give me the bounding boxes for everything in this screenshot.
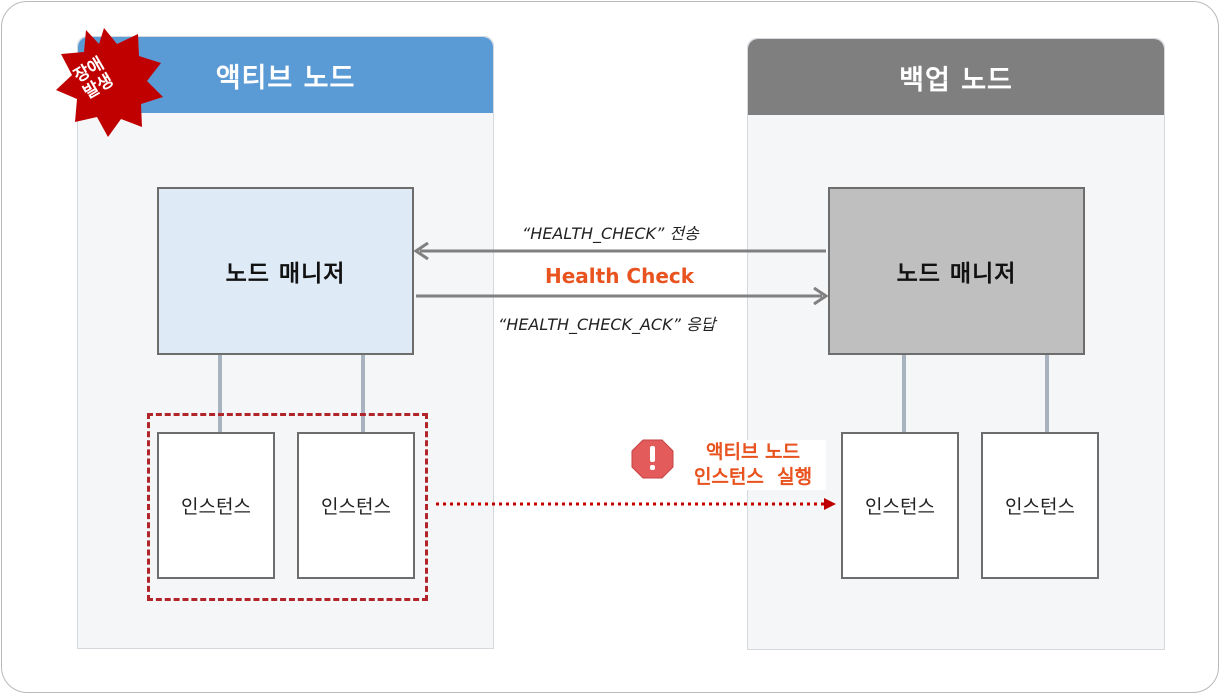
backup-node-header: 백업 노드 bbox=[748, 39, 1164, 115]
failover-note: 액티브 노드 인스턴스 실행 bbox=[680, 440, 826, 490]
arrowhead-right-icon bbox=[824, 498, 836, 510]
warning-icon bbox=[631, 439, 674, 479]
backup-instance-1: 인스턴스 bbox=[841, 432, 959, 579]
instance-label: 인스턴스 bbox=[1005, 496, 1075, 518]
arrowhead-right-icon bbox=[813, 286, 829, 306]
instance-label: 인스턴스 bbox=[321, 496, 391, 518]
failed-instances-group bbox=[147, 413, 428, 601]
connector-line bbox=[218, 355, 222, 433]
active-node-manager: 노드 매니저 bbox=[157, 187, 414, 355]
backup-node-title: 백업 노드 bbox=[899, 64, 1013, 96]
failover-note-line2: 인스턴스 실행 bbox=[693, 466, 813, 488]
backup-node-manager: 노드 매니저 bbox=[828, 187, 1085, 355]
active-node-manager-label: 노드 매니저 bbox=[225, 261, 346, 287]
connector-line bbox=[361, 355, 365, 433]
health-check-request-label: “HEALTH_CHECK” 전송 bbox=[522, 224, 699, 243]
failure-burst-icon bbox=[56, 28, 163, 137]
health-check-title: Health Check bbox=[545, 264, 695, 288]
health-check-ack-label: “HEALTH_CHECK_ACK” 응답 bbox=[498, 315, 716, 334]
backup-instance-2: 인스턴스 bbox=[981, 432, 1099, 579]
connector-line bbox=[1045, 355, 1049, 433]
active-node-title: 액티브 노드 bbox=[215, 62, 356, 94]
connector-line bbox=[902, 355, 906, 433]
active-instance-1: 인스턴스 bbox=[157, 432, 275, 579]
failover-note-line1: 액티브 노드 bbox=[705, 441, 800, 463]
instance-label: 인스턴스 bbox=[181, 496, 251, 518]
arrowhead-left-icon bbox=[413, 241, 429, 261]
backup-node-manager-label: 노드 매니저 bbox=[896, 261, 1017, 287]
active-instance-2: 인스턴스 bbox=[297, 432, 415, 579]
instance-label: 인스턴스 bbox=[865, 496, 935, 518]
